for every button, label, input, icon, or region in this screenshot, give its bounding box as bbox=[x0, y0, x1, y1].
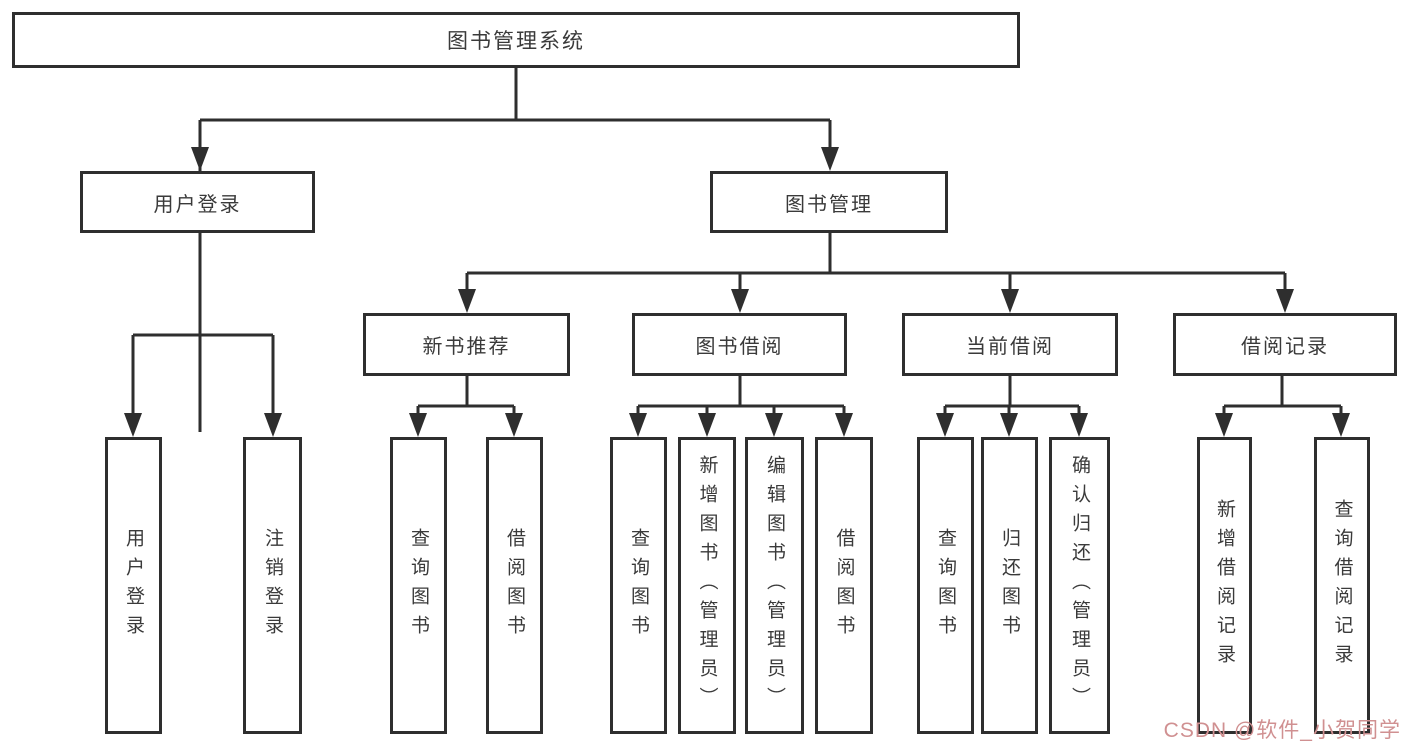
node-leaf-cb-confirm-return: 确认归还（管理员） bbox=[1049, 437, 1110, 734]
edge-userlogin-to-leaves bbox=[131, 233, 275, 432]
edge-bookborrow-to-leaves bbox=[636, 376, 846, 432]
node-leaf-cb-return-books: 归还图书 bbox=[981, 437, 1038, 734]
node-leaf-nbr-borrow-books: 借阅图书 bbox=[486, 437, 543, 734]
node-leaf-br-add-record: 新增借阅记录 bbox=[1197, 437, 1252, 734]
edge-currentborrow-to-leaves bbox=[943, 376, 1081, 432]
edge-borrowrecords-to-leaves bbox=[1222, 376, 1343, 432]
edge-root-to-level2 bbox=[198, 68, 832, 432]
node-leaf-br-query-record: 查询借阅记录 bbox=[1314, 437, 1370, 734]
edge-bookmgmt-to-level3 bbox=[465, 233, 1287, 308]
node-leaf-logout: 注销登录 bbox=[243, 437, 302, 734]
node-new-book-rec: 新书推荐 bbox=[363, 313, 570, 376]
node-leaf-bb-borrow-books: 借阅图书 bbox=[815, 437, 873, 734]
csdn-watermark: CSDN @软件_小贺同学 bbox=[1163, 719, 1401, 742]
edge-newbookrec-to-leaves bbox=[416, 376, 516, 432]
node-leaf-cb-query-books: 查询图书 bbox=[917, 437, 974, 734]
node-book-borrow: 图书借阅 bbox=[632, 313, 847, 376]
node-leaf-bb-edit-books: 编辑图书（管理员） bbox=[745, 437, 804, 734]
node-book-mgmt: 图书管理 bbox=[710, 171, 948, 233]
node-borrow-records: 借阅记录 bbox=[1173, 313, 1397, 376]
connector-lines bbox=[131, 68, 1343, 432]
node-root: 图书管理系统 bbox=[12, 12, 1020, 68]
node-leaf-nbr-query-books: 查询图书 bbox=[390, 437, 447, 734]
node-leaf-bb-add-books: 新增图书（管理员） bbox=[678, 437, 736, 734]
node-leaf-bb-query-books: 查询图书 bbox=[610, 437, 667, 734]
node-current-borrow: 当前借阅 bbox=[902, 313, 1118, 376]
node-leaf-user-login: 用户登录 bbox=[105, 437, 162, 734]
node-user-login: 用户登录 bbox=[80, 171, 315, 233]
